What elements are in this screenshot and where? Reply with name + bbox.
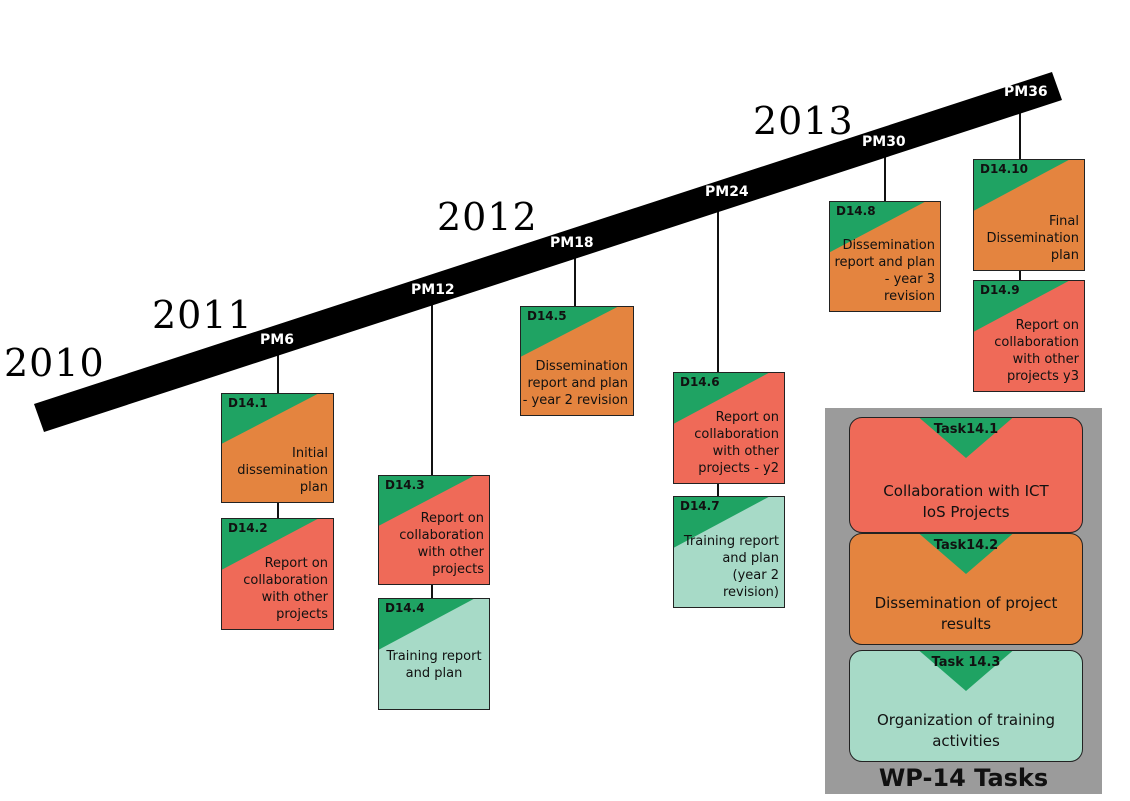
deliverable-title: Report on collaboration with other proje… [243, 556, 328, 623]
deliverable-title: Report on collaboration with other proje… [399, 511, 484, 578]
task-14-2: Task14.2 Dissemination of project result… [849, 533, 1083, 645]
milestone-pm18: PM18 [550, 235, 594, 251]
deliverable-title: Report on collaboration with other proje… [694, 410, 779, 477]
year-label-2010: 2010 [4, 341, 105, 385]
green-corner-icon [379, 599, 474, 650]
task-description: Dissemination of project results [874, 593, 1058, 634]
milestone-pm12: PM12 [411, 282, 455, 298]
deliverable-code: D14.6 [680, 375, 720, 389]
deliverable-d14-9: D14.9 Report on collaboration with other… [973, 280, 1085, 392]
green-corner-icon [974, 160, 1069, 211]
green-corner-icon [974, 281, 1069, 332]
deliverable-code: D14.5 [527, 309, 567, 323]
green-corner-icon [830, 202, 925, 253]
deliverable-d14-8: D14.8 Dissemination report and plan - ye… [829, 201, 941, 312]
deliverable-d14-10: D14.10 Final Dissemination plan [973, 159, 1085, 271]
green-corner-icon [674, 373, 769, 424]
deliverable-title: Training report and plan [386, 649, 482, 682]
task-name: Task14.1 [933, 422, 999, 437]
year-label-2012: 2012 [437, 195, 538, 239]
green-corner-icon [222, 519, 318, 570]
deliverable-code: D14.2 [228, 521, 268, 535]
task-name: Task 14.3 [931, 655, 1001, 670]
green-corner-icon [379, 476, 474, 526]
green-chevron-icon [919, 651, 1013, 691]
deliverable-code: D14.3 [385, 478, 425, 492]
task-14-1: Task14.1 Collaboration with ICT IoS Proj… [849, 417, 1083, 533]
deliverable-title: Report on collaboration with other proje… [994, 318, 1079, 385]
green-corner-icon [521, 307, 618, 357]
deliverable-code: D14.9 [980, 283, 1020, 297]
deliverable-d14-6: D14.6 Report on collaboration with other… [673, 372, 785, 484]
deliverable-d14-4: D14.4 Training report and plan [378, 598, 490, 710]
task-name: Task14.2 [933, 538, 999, 553]
wp14-tasks-panel: Task14.1 Collaboration with ICT IoS Proj… [825, 408, 1102, 794]
green-chevron-icon [919, 418, 1013, 458]
green-chevron-icon [919, 534, 1013, 574]
deliverable-code: D14.8 [836, 204, 876, 218]
milestone-pm24: PM24 [705, 184, 749, 200]
milestone-pm36: PM36 [1004, 84, 1048, 100]
deliverable-title: Dissemination report and plan - year 2 r… [522, 359, 628, 409]
deliverable-title: Initial dissemination plan [237, 446, 328, 496]
year-label-2013: 2013 [753, 99, 854, 143]
deliverable-code: D14.10 [980, 162, 1028, 176]
green-corner-icon [222, 394, 318, 444]
deliverable-title: Training report and plan (year 2 revisio… [683, 534, 779, 601]
year-label-2011: 2011 [152, 293, 253, 337]
green-corner-icon [674, 497, 769, 548]
timeline-bar [34, 72, 1062, 432]
deliverable-d14-3: D14.3 Report on collaboration with other… [378, 475, 490, 585]
deliverable-d14-2: D14.2 Report on collaboration with other… [221, 518, 334, 630]
deliverable-d14-5: D14.5 Dissemination report and plan - ye… [520, 306, 634, 416]
task-description: Collaboration with ICT IoS Projects [883, 481, 1049, 522]
milestone-pm30: PM30 [862, 134, 906, 150]
deliverable-title: Dissemination report and plan - year 3 r… [834, 238, 936, 305]
deliverable-code: D14.4 [385, 601, 425, 615]
deliverable-code: D14.7 [680, 499, 720, 513]
deliverable-title: Final Dissemination plan [986, 214, 1079, 264]
task-14-3: Task 14.3 Organization of training activ… [849, 650, 1083, 762]
deliverable-d14-7: D14.7 Training report and plan (year 2 r… [673, 496, 785, 608]
milestone-pm6: PM6 [260, 332, 294, 348]
task-description: Organization of training activities [876, 710, 1055, 751]
deliverable-code: D14.1 [228, 396, 268, 410]
deliverable-d14-1: D14.1 Initial dissemination plan [221, 393, 334, 503]
panel-title: WP-14 Tasks [878, 764, 1049, 792]
